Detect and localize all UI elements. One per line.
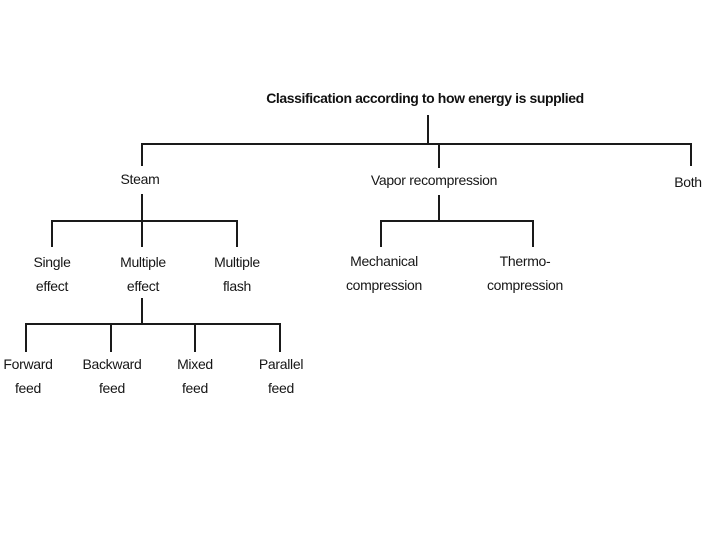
connector-vapor-rail xyxy=(380,220,534,247)
node-multiple-effect: Multiple effect xyxy=(120,254,166,294)
node-single-effect: Single effect xyxy=(33,254,71,294)
node-mixed-feed: Mixed feed xyxy=(177,356,213,396)
node-multiple-flash: Multiple flash xyxy=(214,254,260,294)
node-steam: Steam xyxy=(120,171,160,187)
node-both: Both xyxy=(674,174,702,190)
node-thermo-compression: Thermo- compression xyxy=(486,253,564,293)
connector-level1-rail xyxy=(141,143,692,166)
connector-feed-rail xyxy=(25,323,281,352)
node-vapor-recompression: Vapor recompression xyxy=(370,172,498,188)
node-backward-feed: Backward feed xyxy=(82,356,142,396)
diagram-title: Classification according to how energy i… xyxy=(266,90,584,106)
node-forward-feed: Forward feed xyxy=(3,356,53,396)
connector-steam-rail xyxy=(51,220,238,247)
node-mechanical-compression: Mechanical compression xyxy=(345,253,423,293)
node-parallel-feed: Parallel feed xyxy=(258,356,304,396)
